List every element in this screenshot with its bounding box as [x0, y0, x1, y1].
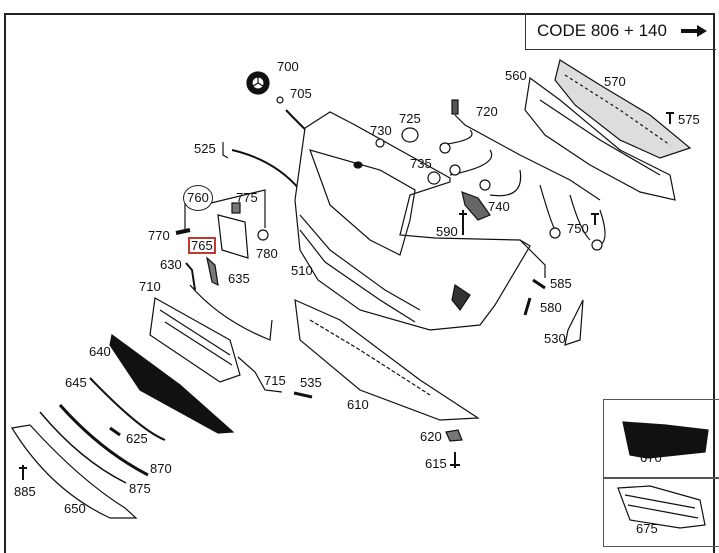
part-675-drl-lamp[interactable]: [617, 485, 706, 529]
callout-870[interactable]: 870: [150, 461, 172, 476]
part-645-trim-strip[interactable]: [89, 377, 166, 441]
callout-720[interactable]: 720: [476, 104, 498, 119]
callout-875[interactable]: 875: [129, 481, 151, 496]
part-670-cover[interactable]: [622, 421, 709, 459]
part-560-carrier[interactable]: [524, 76, 676, 201]
part-510-bumper-cover[interactable]: [294, 111, 531, 331]
callout-740[interactable]: 740: [488, 199, 510, 214]
callout-760[interactable]: 760: [183, 185, 213, 211]
part-705-clip[interactable]: [276, 96, 284, 104]
part-775-clip[interactable]: [231, 202, 241, 214]
part-770-bolt[interactable]: [175, 228, 191, 235]
callout-765-highlighted[interactable]: 765: [188, 237, 216, 254]
part-575-screw[interactable]: [666, 112, 674, 124]
leader-585: [519, 239, 546, 278]
part-700-emblem[interactable]: [246, 71, 270, 95]
callout-560[interactable]: 560: [505, 68, 527, 83]
inset-label-670[interactable]: 670: [640, 450, 662, 465]
part-530-bracket[interactable]: [564, 299, 584, 346]
part-765-plate[interactable]: [217, 214, 249, 259]
callout-725[interactable]: 725: [399, 111, 421, 126]
part-740-bracket[interactable]: [461, 191, 491, 221]
callout-590[interactable]: 590: [436, 224, 458, 239]
callout-615[interactable]: 615: [425, 456, 447, 471]
callout-575[interactable]: 575: [678, 112, 700, 127]
part-870-chrome-strip[interactable]: [58, 404, 149, 477]
part-590-screw[interactable]: [459, 210, 467, 235]
part-630-bracket[interactable]: [185, 262, 196, 291]
callout-625[interactable]: 625: [126, 431, 148, 446]
callout-735[interactable]: 735: [410, 156, 432, 171]
part-620-nut[interactable]: [445, 429, 463, 442]
callout-770[interactable]: 770: [148, 228, 170, 243]
part-570-grille-trim[interactable]: [554, 59, 692, 159]
callout-530[interactable]: 530: [544, 331, 566, 346]
part-875-strip[interactable]: [39, 411, 127, 484]
callout-885[interactable]: 885: [14, 484, 36, 499]
callout-630[interactable]: 630: [160, 257, 182, 272]
part-710-lower-grille[interactable]: [149, 297, 241, 383]
callout-705[interactable]: 705: [290, 86, 312, 101]
leader-760: [210, 189, 266, 228]
option-code-label: CODE 806 + 140: [537, 21, 667, 40]
arrow-525: [231, 149, 301, 191]
callout-750[interactable]: 750: [567, 221, 589, 236]
callout-715[interactable]: 715: [264, 373, 286, 388]
callout-620[interactable]: 620: [420, 429, 442, 444]
part-635-bracket[interactable]: [206, 256, 219, 287]
callout-580[interactable]: 580: [540, 300, 562, 315]
callout-635[interactable]: 635: [228, 271, 250, 286]
part-715-trim[interactable]: [237, 356, 283, 393]
callout-610[interactable]: 610: [347, 397, 369, 412]
part-640-grille-insert[interactable]: [109, 333, 235, 434]
inset-670: [603, 399, 719, 478]
arrow-right-icon: [680, 25, 707, 37]
part-610-underbody-panel[interactable]: [294, 299, 480, 421]
callout-650[interactable]: 650: [64, 501, 86, 516]
part-885-screw[interactable]: [19, 465, 27, 480]
part-735-sensor-housing[interactable]: [427, 171, 441, 185]
callout-585[interactable]: 585: [550, 276, 572, 291]
callout-645[interactable]: 645: [65, 375, 87, 390]
inset-675: [603, 478, 719, 547]
diagram-frame: [4, 13, 715, 553]
callout-640[interactable]: 640: [89, 344, 111, 359]
part-720-wiring-harness[interactable]: [439, 99, 606, 246]
option-code-box: CODE 806 + 140: [525, 13, 716, 50]
callout-510[interactable]: 510: [291, 263, 313, 278]
callout-730[interactable]: 730: [370, 123, 392, 138]
part-650-spoiler[interactable]: [11, 424, 138, 519]
callout-525[interactable]: 525: [194, 141, 216, 156]
part-725-sensor[interactable]: [401, 127, 419, 143]
callout-700[interactable]: 700: [277, 59, 299, 74]
part-rail: [189, 284, 273, 341]
part-525-bracket[interactable]: [222, 142, 229, 159]
part-625-clip[interactable]: [109, 426, 121, 437]
inset-label-675[interactable]: 675: [636, 521, 658, 536]
callout-710[interactable]: 710: [139, 279, 161, 294]
part-535-insert[interactable]: [293, 391, 313, 399]
callout-775[interactable]: 775: [236, 190, 258, 205]
part-780-grommet[interactable]: [257, 229, 269, 241]
part-730-ring[interactable]: [375, 138, 385, 148]
part-615-screw[interactable]: [450, 452, 460, 468]
part-580-screw[interactable]: [523, 297, 532, 316]
callout-780[interactable]: 780: [256, 246, 278, 261]
part-750-screw[interactable]: [591, 213, 599, 225]
callout-535[interactable]: 535: [300, 375, 322, 390]
part-585-clip[interactable]: [532, 278, 546, 290]
callout-570[interactable]: 570: [604, 74, 626, 89]
